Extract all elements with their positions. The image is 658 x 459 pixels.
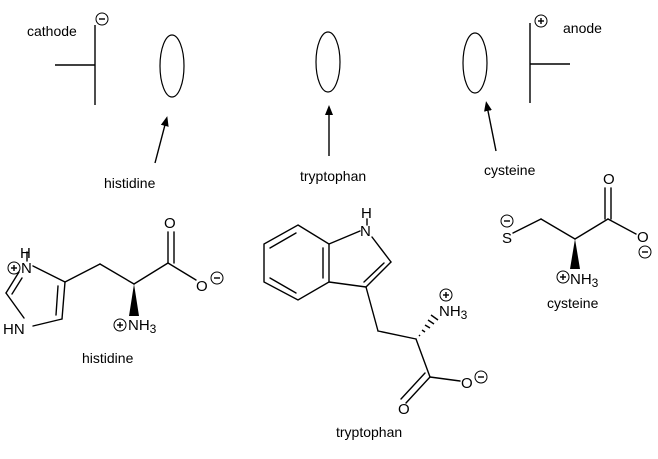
plus-charge-icon [556,270,570,284]
atom-label: H [361,205,372,222]
minus-charge-icon [474,370,488,384]
bond [363,262,385,283]
spot-ellipse [462,32,488,94]
anode-label: anode [563,20,602,36]
wedge-bond [129,284,139,316]
atom-label: H [20,245,31,262]
bond [269,277,297,294]
bond [5,292,25,319]
bond [133,262,169,285]
arrow-icon [484,101,497,152]
bond [377,330,417,340]
bond [328,281,367,288]
spot-label: histidine [104,175,156,191]
cathode: cathode [27,12,109,105]
atom-label: O [637,229,649,246]
spot-label: cysteine [484,162,536,178]
atom-label: O [398,401,410,418]
bond [574,218,609,240]
anode: anode [529,14,602,103]
bond [5,271,20,294]
bond [512,218,542,234]
atom-label: N [360,223,371,240]
atom-label: N [21,260,32,277]
bond [365,286,379,332]
histidine-structure: H N HN O O NH3 histidine [3,215,224,366]
bond [365,261,392,288]
atom-label: NH3 [570,271,599,290]
atom-label: O [196,278,208,295]
atom-label: O [461,375,473,392]
bond [371,236,392,263]
bond [400,372,426,400]
spot-label: tryptophan [300,168,366,184]
bond [405,376,431,404]
bond [415,338,431,378]
cysteine-structure: S O O NH3 cysteine [500,171,652,311]
structure-name: histidine [82,350,134,366]
bond [64,263,101,283]
bond [99,263,135,285]
atom-label: O [164,215,176,232]
atom-label: NH3 [439,303,468,322]
bond [429,376,461,382]
atom-label: NH3 [128,317,157,336]
anode-plus-icon [534,14,548,28]
atom-label: HN [3,321,25,338]
bond [32,318,63,327]
spot-ellipse [315,31,341,93]
benzene-ring [263,224,330,301]
bond [269,232,297,249]
plus-charge-icon [439,288,453,302]
tryptophan-structure: H N NH3 O O tryptophan [263,205,488,440]
bond [328,230,361,245]
hashed-bond [418,314,439,337]
structure-name: tryptophan [336,424,402,440]
arrow-icon [154,116,169,164]
cathode-label: cathode [27,23,77,39]
minus-charge-icon [210,271,224,285]
bond [607,218,637,235]
minus-charge-icon [500,214,514,228]
plus-charge-icon [7,261,21,275]
bond [167,262,197,281]
atom-label: O [603,171,615,188]
bond [11,277,23,295]
cathode-minus-icon [95,12,109,26]
wedge-bond [570,239,580,269]
bond [540,218,576,240]
plus-charge-icon [113,318,127,332]
bond [61,281,66,320]
spot-histidine: histidine [104,34,185,191]
bond [32,265,66,283]
spot-cysteine: cysteine [462,32,536,178]
spot-tryptophan: tryptophan [300,31,366,184]
spot-ellipse [159,34,185,98]
atom-label: S [502,230,512,247]
structure-name: cysteine [547,295,599,311]
minus-charge-icon [638,245,652,259]
bond [55,285,59,316]
